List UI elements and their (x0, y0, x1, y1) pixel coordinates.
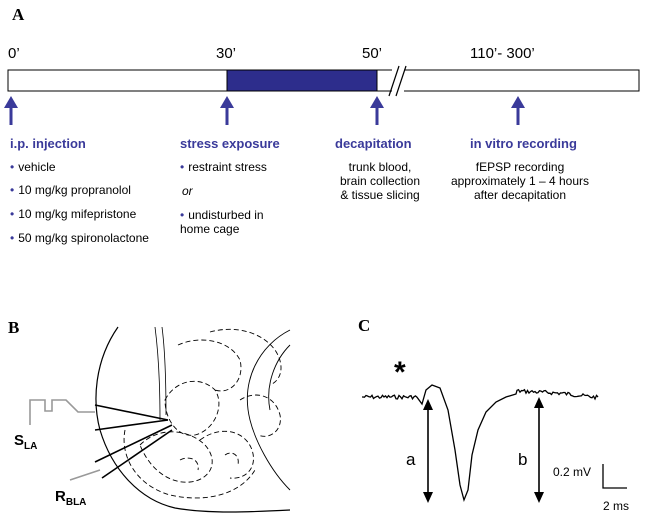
amygdala-nuclei-dashed (123, 328, 282, 499)
label-a: a (406, 450, 416, 469)
amplitude-arrow-b (534, 397, 544, 503)
heading-injection: i.p. injection (10, 136, 86, 151)
scale-bar (602, 464, 627, 489)
scale-voltage: 0.2 mV (553, 465, 592, 479)
stress-item-undisturbed: •undisturbed in home cage (180, 208, 264, 236)
panel-c-letter: C (358, 316, 371, 335)
rec-label: RBLA (55, 488, 87, 508)
stress-item-restraint: •restraint stress (180, 160, 267, 174)
panel-b-letter: B (8, 318, 20, 337)
drug-item-vehicle: •vehicle (10, 160, 56, 174)
time-label-110-300: 110’- 300’ (470, 45, 535, 62)
heading-decapitation: decapitation (335, 136, 412, 151)
rec-line-3: after decapitation (473, 188, 567, 202)
rec-line-1: fEPSP recording (475, 160, 565, 174)
time-label-50: 50’ (362, 45, 383, 62)
stress-period-fill (226, 69, 378, 92)
scale-time: 2 ms (603, 499, 630, 513)
stim-artifact-asterisk: * (394, 356, 406, 389)
heading-stress: stress exposure (180, 136, 280, 151)
amplitude-arrow-a (423, 399, 433, 503)
fepsp-trace (362, 384, 599, 503)
panel-a-letter: A (12, 5, 25, 24)
time-label-0: 0’ (8, 45, 20, 62)
arrow-decapitation (370, 96, 384, 125)
rec-electrode (69, 424, 173, 481)
timeline-bar (7, 65, 640, 97)
decap-line-1: trunk blood, (348, 160, 412, 174)
brain-slice-outline (95, 326, 291, 513)
arrow-stress (220, 96, 234, 125)
heading-recording: in vitro recording (470, 136, 577, 151)
break-mark-right (395, 65, 407, 97)
rec-line-2: approximately 1 – 4 hours (450, 174, 590, 188)
drug-item-propranolol: •10 mg/kg propranolol (10, 183, 131, 197)
label-b: b (518, 450, 528, 469)
recording-text: fEPSP recording approximately 1 – 4 hour… (445, 160, 595, 202)
stress-or-text: or (182, 184, 193, 198)
drug-item-spironolactone: •50 mg/kg spironolactone (10, 231, 149, 245)
decap-line-3: & tissue slicing (340, 188, 420, 202)
arrow-recording (511, 96, 525, 125)
time-label-30: 30’ (216, 45, 237, 62)
decap-line-2: brain collection (339, 174, 421, 188)
stim-electrode (29, 399, 169, 431)
break-mark-left (388, 65, 400, 97)
drug-item-mifepristone: •10 mg/kg mifepristone (10, 207, 137, 221)
arrow-injection (4, 96, 18, 125)
decapitation-text: trunk blood, brain collection & tissue s… (320, 160, 440, 202)
stim-label: SLA (14, 432, 38, 452)
